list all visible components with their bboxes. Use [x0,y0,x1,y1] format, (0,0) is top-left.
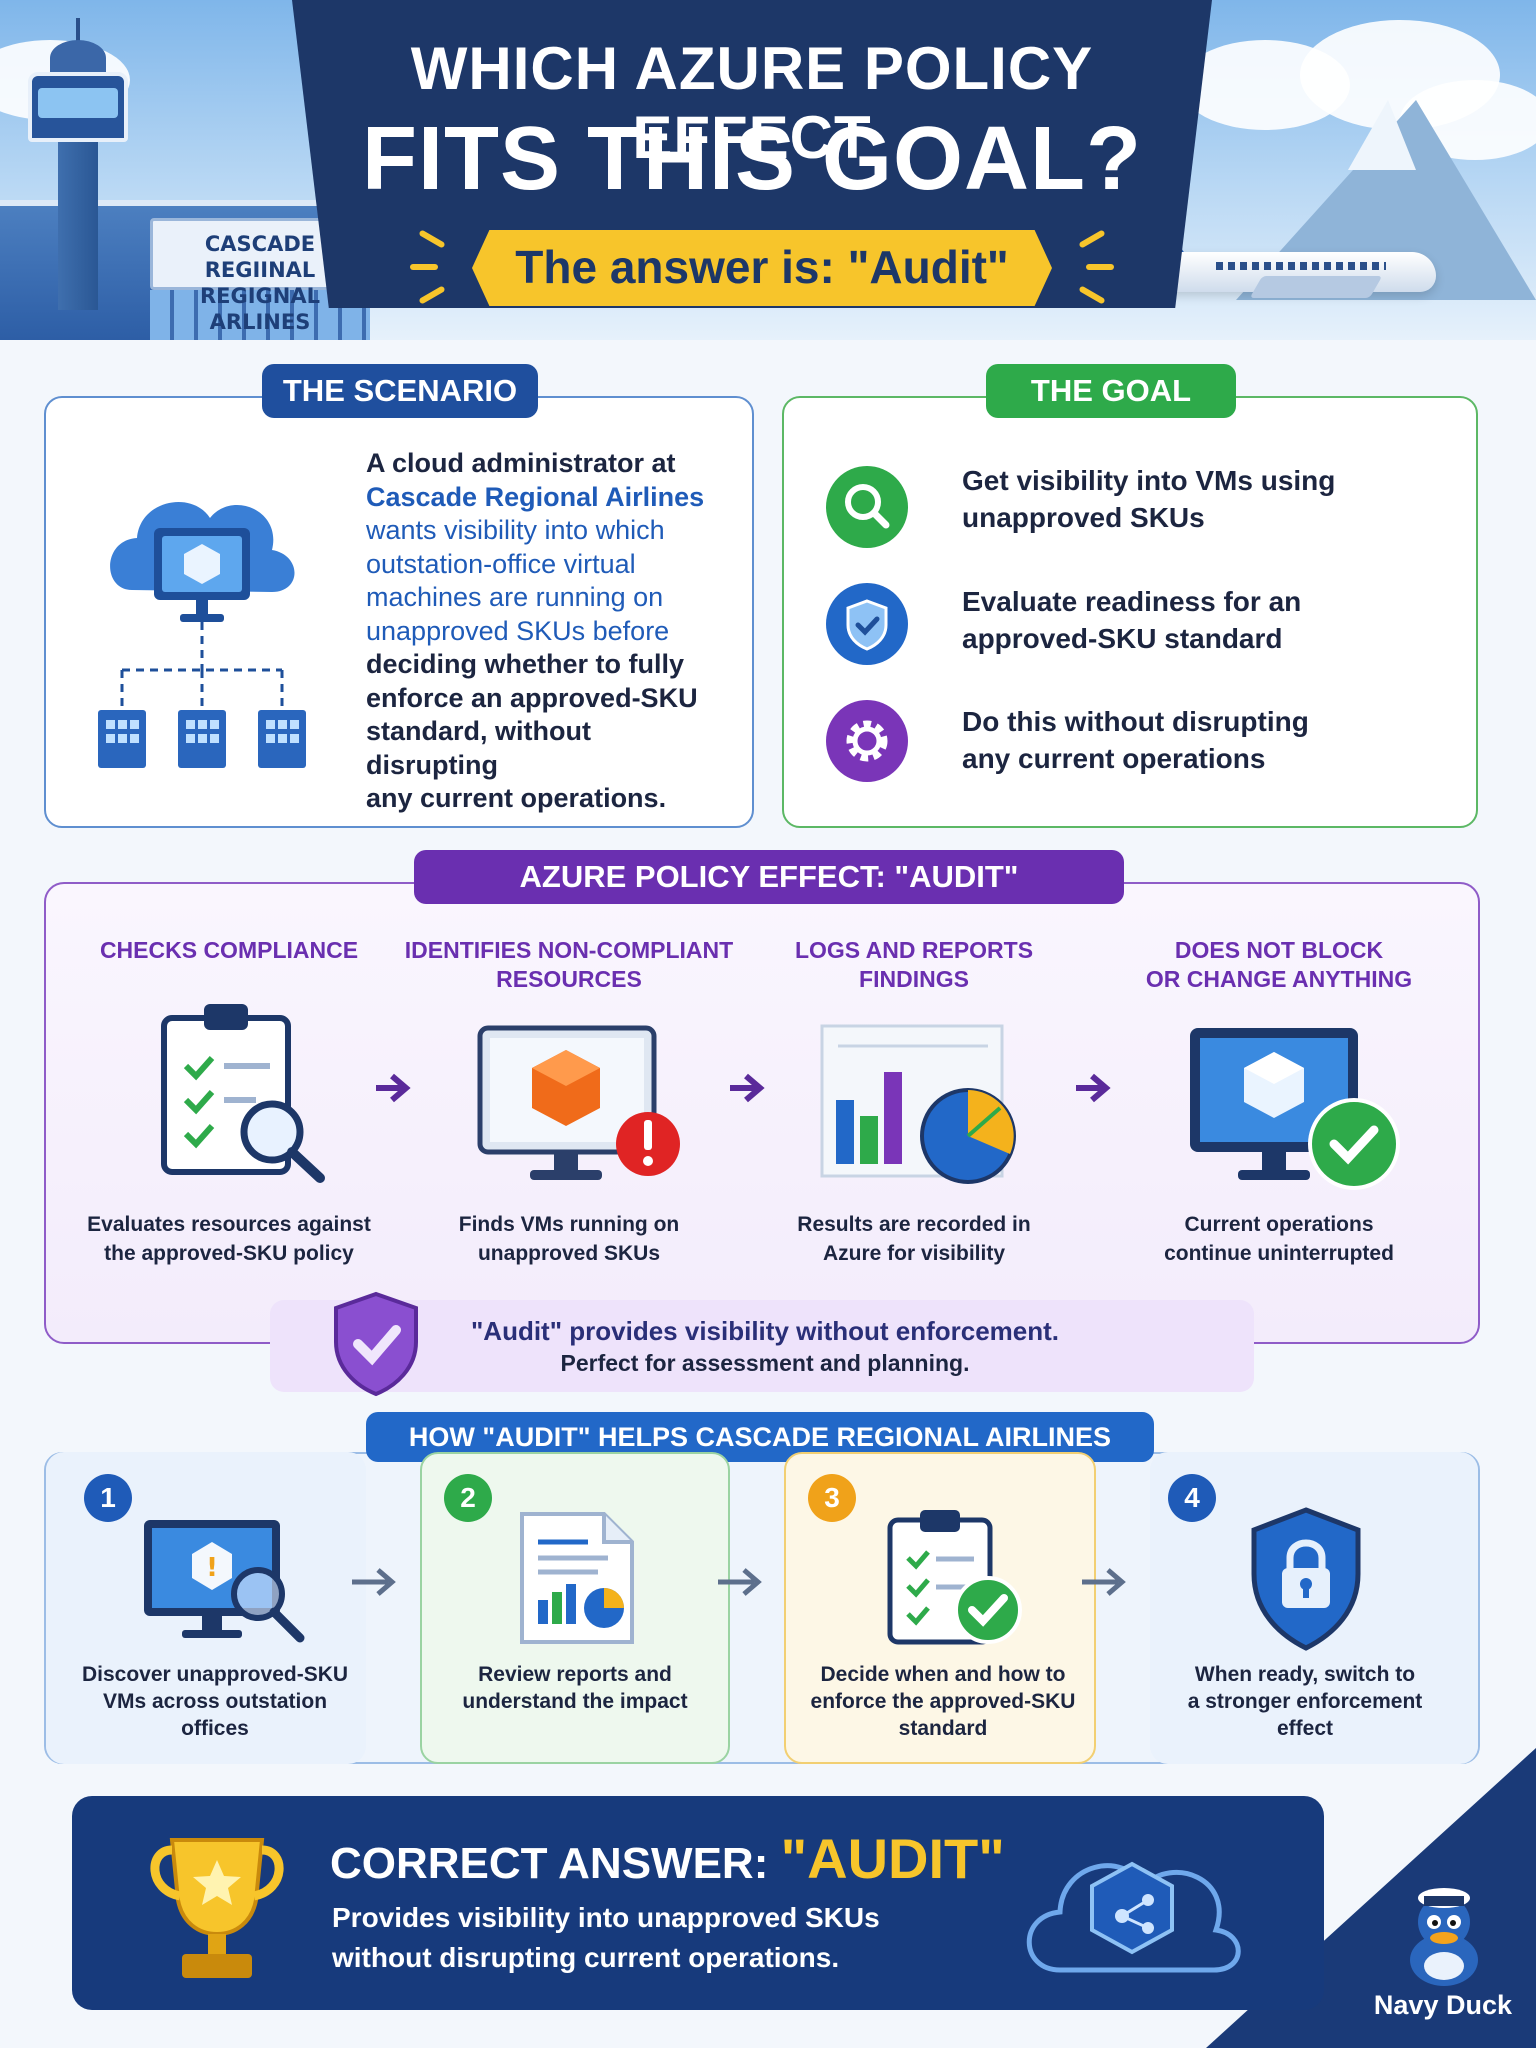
audit-step-1-head: CHECKS COMPLIANCE [99,937,359,963]
azure-policy-cloud-icon [1026,1861,1241,1973]
title-line-1: WHICH AZURE POLICY EFFECT [410,35,1094,171]
step-number-1: 1 [84,1474,132,1522]
step-number-4: 4 [1168,1474,1216,1522]
callout-line-1: "Audit" provides visibility without enfo… [470,1316,1060,1346]
answer-pill [472,230,1052,306]
step-number-2: 2 [444,1474,492,1522]
title-line-2: FITS THIS GOAL? [362,109,1142,209]
duck-mascot-icon [1410,1888,1478,1986]
trophy-icon [150,1838,284,1978]
arrow-right-icon [730,1073,765,1103]
correct-answer-title: CORRECT ANSWER: "AUDIT" [330,1827,1005,1890]
arrow-right-icon [352,1568,396,1596]
gear-icon [826,700,908,782]
shield-check-icon [334,1291,418,1397]
scenario-text: A cloud administrator at Cascade Regiona… [366,448,705,813]
correct-answer-description: Provides visibility into unapproved SKUs… [332,1902,880,1973]
search-icon [826,466,908,548]
report-document-icon [520,1512,634,1644]
answer-text: The answer is: "Audit" [515,241,1009,293]
arrow-right-icon [1082,1568,1126,1596]
callout-line-2: Perfect for assessment and planning. [560,1350,970,1376]
airplane-icon [1136,220,1466,300]
report-chart-icon [820,1024,1016,1184]
monitor-search-icon: ! [144,1520,305,1643]
arrow-right-icon [376,1073,411,1103]
audit-effect-tag: AZURE POLICY EFFECT: "AUDIT" [414,850,1124,904]
monitor-alert-icon [477,1025,680,1180]
step-number-3: 3 [808,1474,856,1522]
clipboard-search-icon [161,1004,325,1183]
shield-check-icon [826,583,908,665]
arrow-right-icon [1076,1073,1111,1103]
monitor-check-icon [1190,1028,1400,1190]
scenario-card [44,396,754,828]
audit-callout [270,1300,1254,1392]
arrow-right-icon [718,1568,762,1596]
clipboard-check-icon [887,1510,1022,1645]
lock-shield-icon [1251,1507,1361,1651]
brand-label: Navy Duck [1373,1990,1512,2020]
scenario-tag: THE SCENARIO [262,364,538,418]
cloud-network-icon [98,501,306,768]
goal-tag: THE GOAL [986,364,1236,418]
svg-text:!: ! [206,1553,218,1583]
